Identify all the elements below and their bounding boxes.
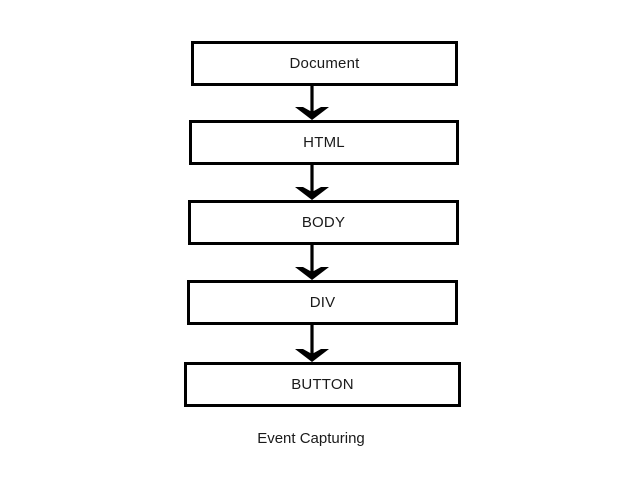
node-box-body: BODY [188, 200, 459, 245]
node-box-div: DIV [187, 280, 458, 325]
node-label-button: BUTTON [291, 376, 354, 393]
node-label-document: Document [289, 55, 360, 72]
node-box-document: Document [191, 41, 458, 86]
node-label-body: BODY [301, 214, 346, 231]
arrow-div-to-button [295, 325, 329, 362]
arrow-document-to-html [295, 86, 329, 120]
arrow-html-to-body [295, 165, 329, 200]
arrow-body-to-div [295, 245, 329, 280]
diagram-caption: Event Capturing [257, 430, 365, 447]
node-box-button: BUTTON [184, 362, 461, 407]
node-label-html: HTML [303, 134, 345, 151]
node-label-div: DIV [309, 294, 336, 311]
node-box-html: HTML [189, 120, 459, 165]
